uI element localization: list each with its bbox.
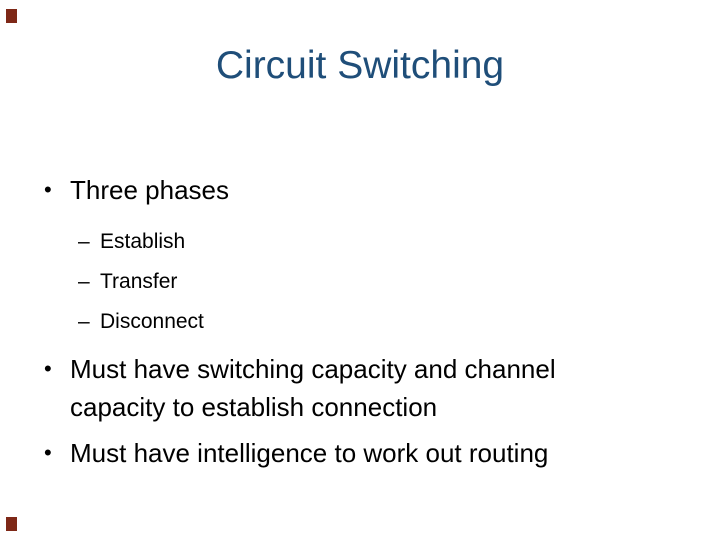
- sub-bullet-text: Disconnect: [100, 310, 204, 333]
- bullet-marker: •: [44, 356, 52, 381]
- sub-bullet-item-transfer: – Transfer: [78, 262, 664, 302]
- bullet-text: Must have intelligence to work out routi…: [70, 438, 549, 468]
- bullet-text: Three phases: [70, 175, 229, 205]
- sub-bullet-item-establish: – Establish: [78, 222, 664, 262]
- dash-marker: –: [78, 270, 90, 293]
- bullet-marker: •: [44, 440, 52, 465]
- bullet-text: Must have switching capacity and channel…: [70, 354, 556, 422]
- sub-bullet-text: Establish: [100, 230, 186, 253]
- sub-bullet-text: Transfer: [100, 270, 178, 293]
- dash-marker: –: [78, 230, 90, 253]
- corner-accent-top: [6, 9, 17, 23]
- dash-marker: –: [78, 310, 90, 333]
- corner-accent-bottom: [6, 517, 17, 531]
- bullet-item-intelligence-routing: • Must have intelligence to work out rou…: [44, 434, 664, 472]
- bullet-marker: •: [44, 177, 52, 202]
- slide-body: • Three phases – Establish – Transfer – …: [44, 172, 664, 472]
- sub-bullet-item-disconnect: – Disconnect: [78, 302, 664, 342]
- sub-bullet-list: – Establish – Transfer – Disconnect: [78, 222, 664, 342]
- bullet-item-switching-capacity: • Must have switching capacity and chann…: [44, 350, 664, 426]
- bullet-item-three-phases: • Three phases: [44, 172, 664, 208]
- slide-title: Circuit Switching: [215, 44, 505, 87]
